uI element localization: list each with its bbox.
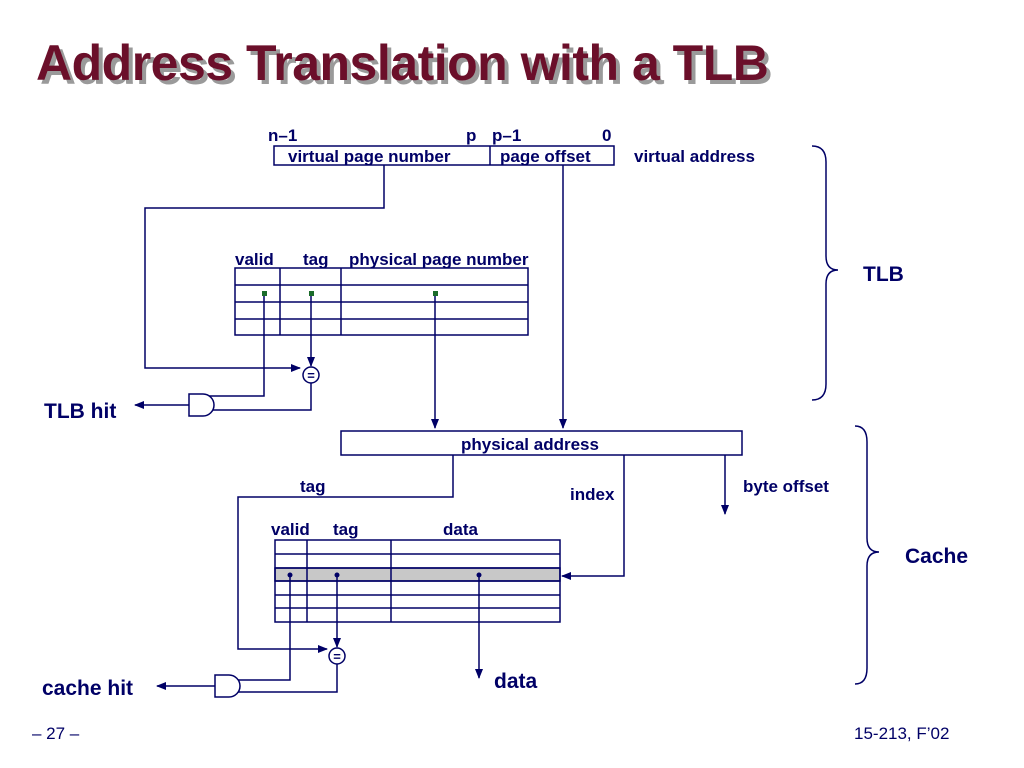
tlb-tag-header: tag bbox=[303, 250, 329, 269]
tlb-tag-dot bbox=[309, 291, 314, 296]
vpn-to-tlb-compare-line bbox=[144, 165, 385, 372]
cache-tag-header: tag bbox=[333, 520, 359, 539]
tlb-comparator bbox=[302, 366, 320, 384]
pa-index-label: index bbox=[570, 485, 615, 504]
page-number: – 27 – bbox=[32, 724, 80, 743]
physical-address-box bbox=[340, 430, 743, 456]
cache-tag-dot bbox=[334, 572, 340, 578]
pa-byte-offset-label: byte offset bbox=[743, 477, 829, 496]
vpn-field-label: virtual page number bbox=[288, 147, 451, 166]
physical-address-label: physical address bbox=[461, 435, 599, 454]
pa-tag-to-cache-compare-line bbox=[237, 455, 454, 653]
bit-label-zero: 0 bbox=[602, 126, 612, 145]
cache-selected-row bbox=[274, 567, 561, 582]
slide-title: Address Translation with a TLB bbox=[36, 35, 769, 91]
cache-compare-symbol: = bbox=[333, 649, 341, 664]
cache-data-dot bbox=[476, 572, 482, 578]
cache-table bbox=[274, 539, 561, 623]
virtual-address-label: virtual address bbox=[634, 147, 755, 166]
bit-label-p: p bbox=[466, 126, 477, 145]
cache-compare-to-and-line bbox=[232, 664, 338, 693]
tlb-hit-label: TLB hit bbox=[44, 400, 117, 423]
cache-valid-dot bbox=[287, 572, 293, 578]
tlb-table bbox=[234, 267, 529, 336]
cache-hit-label: cache hit bbox=[42, 677, 134, 700]
bit-label-n-minus-1: n–1 bbox=[268, 126, 298, 145]
cache-comparator bbox=[328, 647, 346, 665]
page-offset-field-label: page offset bbox=[500, 147, 591, 166]
tlb-ppn-header: physical page number bbox=[349, 250, 529, 269]
tlb-and-gate bbox=[188, 393, 215, 417]
tlb-valid-dot bbox=[262, 291, 267, 296]
index-line bbox=[561, 455, 625, 580]
cache-valid-header: valid bbox=[271, 520, 310, 539]
pa-tag-label: tag bbox=[300, 477, 326, 496]
tlb-valid-header: valid bbox=[235, 250, 274, 269]
virtual-address-box bbox=[273, 145, 615, 166]
tlb-ppn-dot bbox=[433, 291, 438, 296]
cache-valid-line bbox=[232, 576, 291, 681]
cache-data-header: data bbox=[443, 520, 478, 539]
tlb-brace-label: TLB bbox=[863, 263, 904, 286]
tlb-compare-to-and-line bbox=[206, 383, 312, 411]
bit-label-p-minus-1: p–1 bbox=[492, 126, 522, 145]
cache-brace bbox=[854, 425, 880, 685]
tlb-valid-line bbox=[206, 294, 265, 397]
tlb-compare-symbol: = bbox=[307, 368, 315, 383]
data-out-label: data bbox=[494, 670, 538, 693]
course-label: 15-213, F’02 bbox=[854, 724, 950, 743]
cache-brace-label: Cache bbox=[905, 545, 969, 568]
tlb-brace bbox=[811, 145, 839, 401]
cache-and-gate bbox=[214, 674, 241, 698]
